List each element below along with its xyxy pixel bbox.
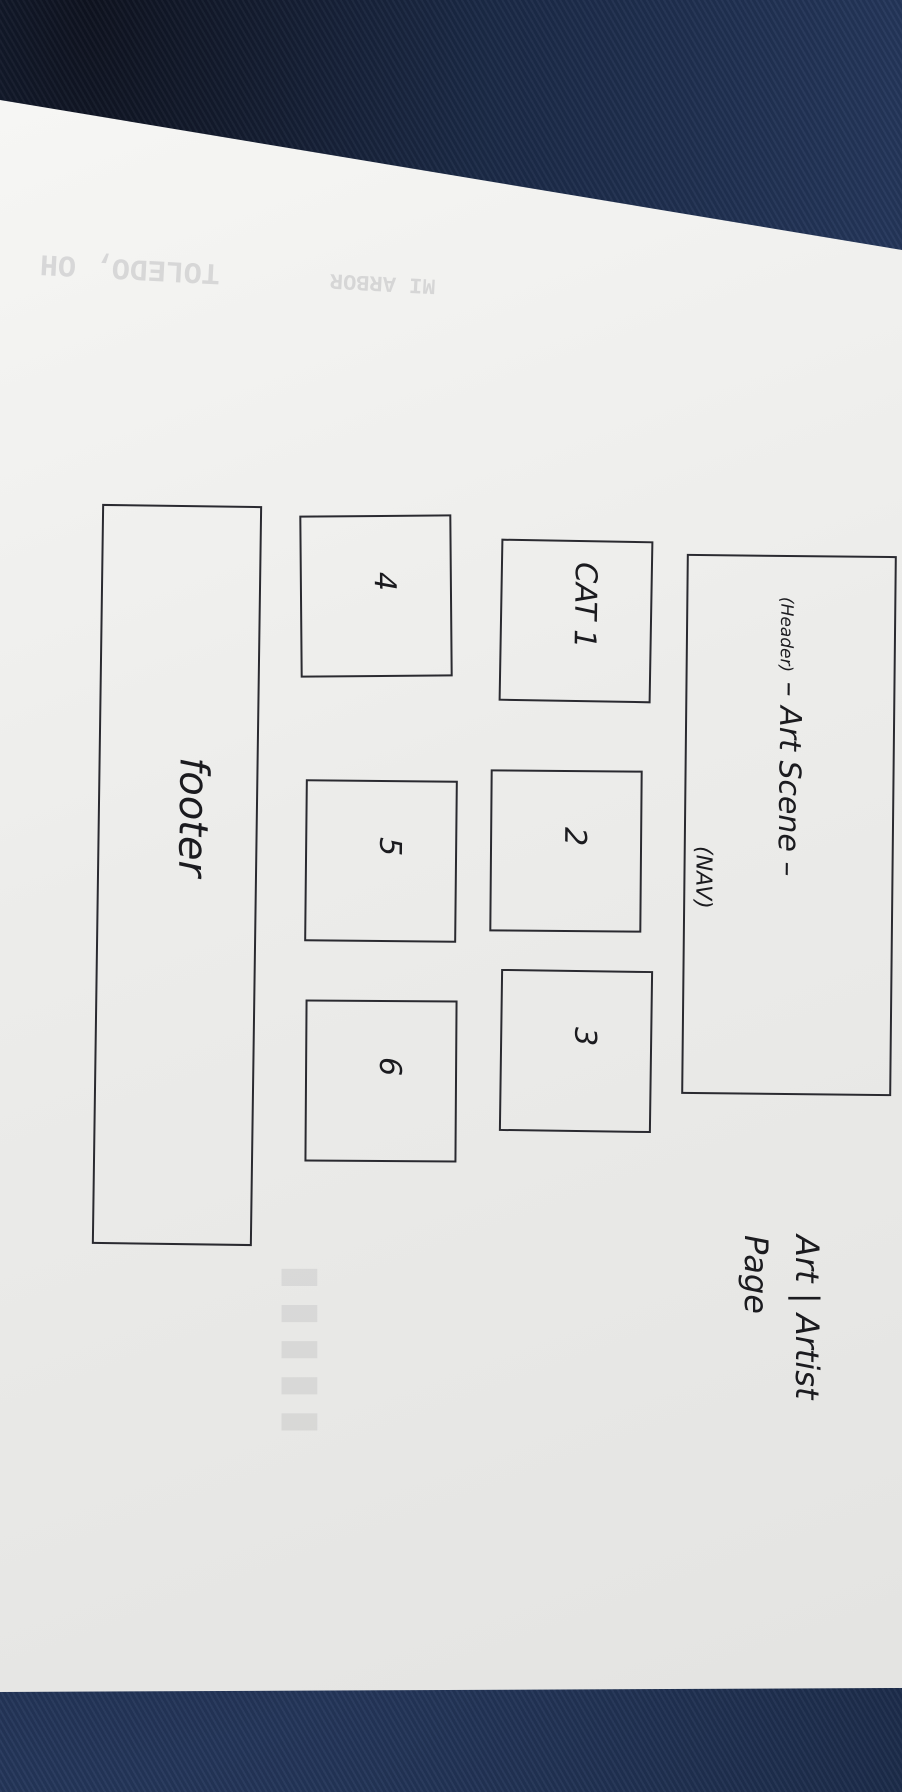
category-tile-4: 4 [299,514,453,678]
category-tile-5: 5 [304,779,458,943]
category-tile-6: 6 [304,999,458,1163]
footer-label: footer [168,756,217,878]
header-note: (Header) [775,596,797,673]
tile-label: 5 [372,836,408,857]
header-title: (Header) – Art Scene – [770,597,808,877]
footer-box: footer [91,503,263,1247]
tile-label: 4 [366,571,402,592]
header-box: (Header) – Art Scene – (NAV) [681,553,897,1097]
tile-label: 3 [567,1026,603,1047]
tile-label: CAT 1 [566,561,604,649]
header-dash: – [770,861,806,877]
tile-label: 6 [372,1056,408,1077]
wireframe-sketch: (Header) – Art Scene – (NAV) CAT 1 2 3 4… [42,140,902,1420]
category-tile-3: 3 [498,968,654,1134]
header-dash: – [772,681,808,707]
nav-label: (NAV) [690,845,716,909]
tile-label: 2 [557,826,593,847]
header-title-text: Art Scene [770,706,808,853]
page-label: Art | Artist Page [736,1235,826,1400]
category-tile-1: CAT 1 [498,538,654,704]
category-tile-2: 2 [489,769,643,933]
